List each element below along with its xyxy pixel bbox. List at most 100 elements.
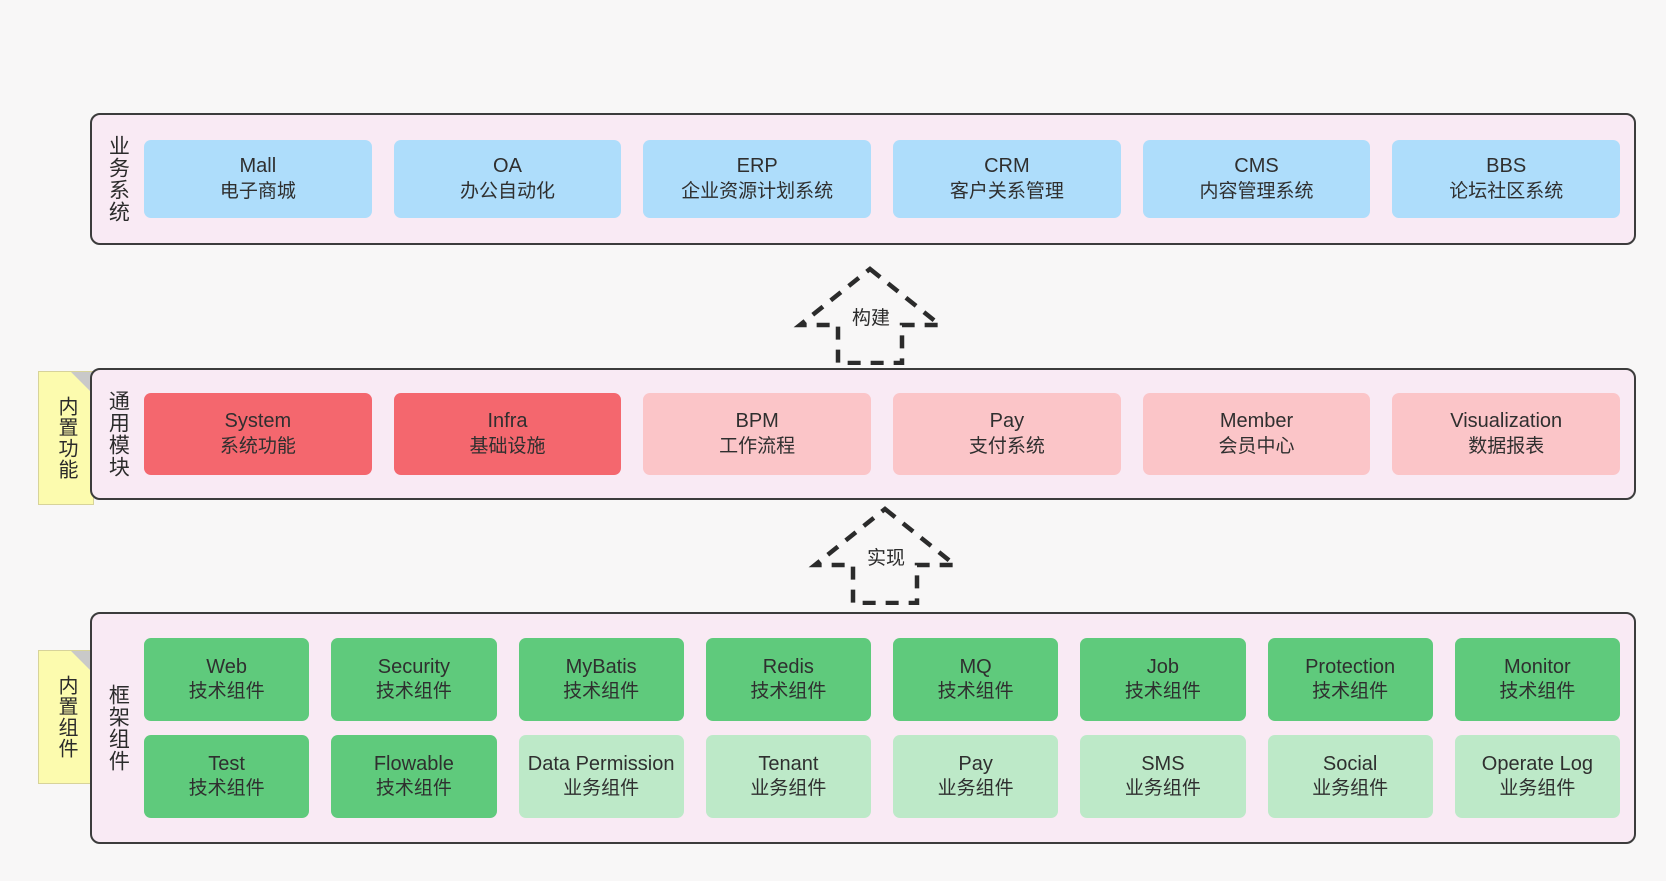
layer-business-systems: 业务系统 Mall 电子商城 OA 办公自动化 ERP 企业资源计划系统 CRM… — [90, 113, 1636, 245]
framework-item-job[interactable]: Job 技术组件 — [1080, 638, 1246, 721]
business-item-oa[interactable]: OA 办公自动化 — [393, 140, 622, 218]
framework-item-test[interactable]: Test 技术组件 — [144, 735, 310, 818]
business-item-mall-name: Mall — [239, 155, 277, 178]
framework-item-sms-desc: 业务组件 — [1124, 778, 1201, 800]
framework-item-protection-desc: 技术组件 — [1312, 681, 1389, 703]
layer-title-modules: 通用模块 — [106, 390, 130, 478]
sticky-note-builtin-component: 内置组件 — [38, 650, 94, 784]
module-item-pay-name: Pay — [989, 410, 1025, 433]
framework-item-redis-name: Redis — [762, 655, 814, 678]
framework-item-operate-log-desc: 业务组件 — [1499, 778, 1576, 800]
business-item-cms[interactable]: CMS 内容管理系统 — [1142, 140, 1371, 218]
sticky-fold-icon — [71, 372, 93, 394]
business-item-oa-desc: 办公自动化 — [460, 180, 556, 202]
framework-item-redis[interactable]: Redis 技术组件 — [705, 638, 871, 721]
module-item-pay-desc: 支付系统 — [968, 435, 1045, 457]
framework-item-monitor-name: Monitor — [1504, 655, 1571, 678]
framework-item-social[interactable]: Social 业务组件 — [1267, 735, 1433, 818]
framework-item-mq-desc: 技术组件 — [937, 681, 1014, 703]
business-item-oa-name: OA — [493, 155, 522, 178]
framework-item-operate-log[interactable]: Operate Log 业务组件 — [1454, 735, 1620, 818]
framework-item-flowable-desc: 技术组件 — [375, 778, 452, 800]
module-item-system-desc: 系统功能 — [219, 435, 296, 457]
framework-item-protection[interactable]: Protection 技术组件 — [1267, 638, 1433, 721]
framework-tech-row: Web 技术组件 Security 技术组件 MyBatis 技术组件 Redi… — [144, 638, 1620, 721]
framework-item-job-desc: 技术组件 — [1124, 681, 1201, 703]
business-systems-row: Mall 电子商城 OA 办公自动化 ERP 企业资源计划系统 CRM 客户关系… — [144, 140, 1621, 218]
sticky-note-builtin-component-label: 内置组件 — [55, 675, 77, 759]
framework-item-web-name: Web — [206, 655, 247, 678]
framework-item-security-name: Security — [377, 655, 450, 678]
layer-body-framework: Web 技术组件 Security 技术组件 MyBatis 技术组件 Redi… — [138, 614, 1634, 842]
module-item-visualization-desc: 数据报表 — [1468, 435, 1545, 457]
business-item-mall-desc: 电子商城 — [219, 180, 296, 202]
framework-item-sms-name: SMS — [1141, 752, 1185, 775]
arrow-implement-icon — [808, 506, 962, 606]
arrow-implement: 实现 — [805, 505, 965, 606]
sticky-note-builtin-function: 内置功能 — [38, 371, 94, 505]
module-item-member[interactable]: Member 会员中心 — [1142, 393, 1371, 475]
framework-item-tenant-desc: 业务组件 — [750, 778, 827, 800]
framework-item-social-name: Social — [1322, 752, 1378, 775]
framework-item-test-name: Test — [208, 752, 245, 775]
framework-item-social-desc: 业务组件 — [1312, 778, 1389, 800]
module-item-bpm[interactable]: BPM 工作流程 — [643, 393, 872, 475]
business-item-erp-name: ERP — [736, 155, 778, 178]
business-item-bbs[interactable]: BBS 论坛社区系统 — [1392, 140, 1621, 218]
framework-item-monitor-desc: 技术组件 — [1499, 681, 1576, 703]
layer-framework-components: 框架组件 Web 技术组件 Security 技术组件 MyBatis 技术组件… — [90, 612, 1636, 844]
framework-item-security[interactable]: Security 技术组件 — [331, 638, 497, 721]
layer-common-modules: 通用模块 System 系统功能 Infra 基础设施 BPM 工作流程 Pay… — [90, 368, 1636, 500]
module-item-infra-name: Infra — [487, 410, 528, 433]
framework-item-tenant[interactable]: Tenant 业务组件 — [705, 735, 871, 818]
module-item-system[interactable]: System 系统功能 — [144, 393, 372, 475]
framework-item-security-desc: 技术组件 — [375, 681, 452, 703]
framework-item-redis-desc: 技术组件 — [750, 681, 827, 703]
framework-item-pay-name: Pay — [958, 752, 993, 775]
arrow-build-icon — [793, 266, 947, 366]
business-item-crm-desc: 客户关系管理 — [949, 180, 1064, 202]
framework-item-sms[interactable]: SMS 业务组件 — [1080, 735, 1246, 818]
framework-item-monitor[interactable]: Monitor 技术组件 — [1454, 638, 1620, 721]
arrow-implement-label: 实现 — [865, 543, 908, 570]
framework-item-web-desc: 技术组件 — [188, 681, 265, 703]
framework-item-operate-log-name: Operate Log — [1481, 752, 1593, 775]
layer-body-modules: System 系统功能 Infra 基础设施 BPM 工作流程 Pay 支付系统… — [138, 370, 1634, 498]
framework-item-mybatis-name: MyBatis — [565, 655, 637, 678]
business-item-mall[interactable]: Mall 电子商城 — [144, 140, 372, 218]
layer-body-business: Mall 电子商城 OA 办公自动化 ERP 企业资源计划系统 CRM 客户关系… — [138, 115, 1634, 243]
business-item-cms-desc: 内容管理系统 — [1199, 180, 1314, 202]
framework-item-pay-desc: 业务组件 — [937, 778, 1014, 800]
framework-item-mq[interactable]: MQ 技术组件 — [893, 638, 1059, 721]
business-item-erp[interactable]: ERP 企业资源计划系统 — [643, 140, 872, 218]
module-item-pay[interactable]: Pay 支付系统 — [893, 393, 1121, 475]
arrow-build-label: 构建 — [850, 303, 893, 330]
framework-item-mq-name: MQ — [959, 655, 992, 678]
module-item-member-desc: 会员中心 — [1218, 435, 1295, 457]
business-item-crm[interactable]: CRM 客户关系管理 — [893, 140, 1121, 218]
business-item-bbs-desc: 论坛社区系统 — [1449, 180, 1564, 202]
business-item-erp-desc: 企业资源计划系统 — [681, 180, 834, 202]
module-item-infra-desc: 基础设施 — [469, 435, 546, 457]
common-modules-row: System 系统功能 Infra 基础设施 BPM 工作流程 Pay 支付系统… — [144, 393, 1621, 475]
framework-item-data-permission-name: Data Permission — [527, 752, 675, 775]
framework-item-tenant-name: Tenant — [758, 752, 819, 775]
module-item-bpm-desc: 工作流程 — [719, 435, 796, 457]
business-item-bbs-name: BBS — [1486, 155, 1527, 178]
framework-biz-row: Test 技术组件 Flowable 技术组件 Data Permission … — [144, 735, 1620, 818]
module-item-infra[interactable]: Infra 基础设施 — [393, 393, 622, 475]
framework-item-protection-name: Protection — [1305, 655, 1396, 678]
framework-item-flowable-name: Flowable — [373, 752, 454, 775]
module-item-member-name: Member — [1219, 410, 1294, 433]
layer-title-framework: 框架组件 — [106, 684, 130, 772]
framework-item-job-name: Job — [1146, 655, 1179, 678]
framework-item-pay[interactable]: Pay 业务组件 — [893, 735, 1059, 818]
module-item-visualization-name: Visualization — [1450, 410, 1563, 433]
framework-item-flowable[interactable]: Flowable 技术组件 — [331, 735, 497, 818]
framework-item-data-permission[interactable]: Data Permission 业务组件 — [518, 735, 684, 818]
framework-item-mybatis[interactable]: MyBatis 技术组件 — [518, 638, 684, 721]
business-item-cms-name: CMS — [1234, 155, 1279, 178]
module-item-visualization[interactable]: Visualization 数据报表 — [1392, 393, 1621, 475]
framework-item-web[interactable]: Web 技术组件 — [144, 638, 310, 721]
